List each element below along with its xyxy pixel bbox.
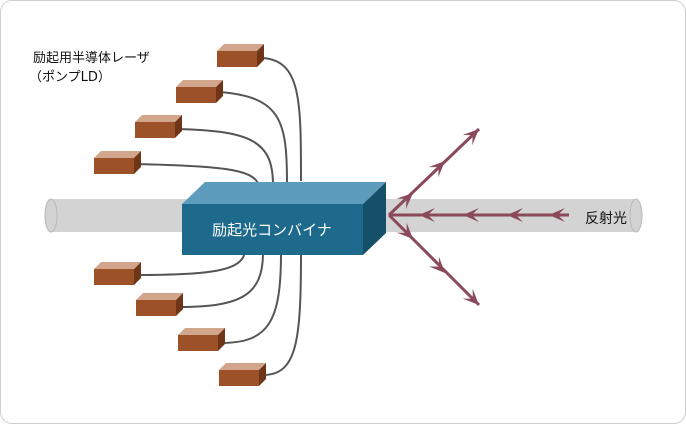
pump-laser-top: [136, 293, 183, 300]
pump-laser-4: [94, 151, 141, 174]
pump-laser-top: [219, 363, 266, 370]
arrowhead-down-1: [396, 222, 413, 239]
arrowhead-back-2: [463, 208, 479, 222]
pump-laser-top: [135, 115, 182, 122]
reflected-arrow-down: [387, 213, 481, 307]
pump-wire-6: [178, 252, 264, 308]
pump-laser-1: [217, 44, 264, 67]
arrowhead-back-4: [549, 208, 565, 222]
pump-laser-8: [219, 363, 266, 386]
pump-laser-side: [134, 151, 141, 174]
pump-laser-2: [176, 80, 223, 103]
pump-laser-side: [257, 44, 264, 67]
pump-laser-7: [178, 328, 225, 351]
arrowhead-back-1: [419, 208, 435, 222]
laser-label-line2: （ポンプLD）: [29, 70, 111, 85]
pump-laser-front: [136, 300, 176, 316]
arrowhead-down-3: [462, 288, 479, 305]
pump-laser-top: [176, 80, 223, 87]
pump-laser-front: [217, 51, 257, 67]
pump-wires: [135, 57, 302, 376]
arrowhead-down-2: [428, 256, 445, 273]
pump-laser-front: [135, 122, 175, 138]
reflected-arrow-up: [387, 127, 481, 217]
pump-wire-5: [135, 250, 246, 276]
pump-laser-side: [216, 80, 223, 103]
pump-laser-top: [94, 151, 141, 158]
pump-laser-top: [217, 44, 264, 51]
pump-laser-side: [218, 328, 225, 351]
pump-wire-8: [262, 252, 302, 376]
pump-laser-3: [135, 115, 182, 138]
combiner-top: [182, 182, 386, 204]
pump-wire-2: [219, 91, 288, 184]
pump-wire-4: [135, 163, 260, 188]
arrowhead-back-3: [507, 208, 523, 222]
combiner-front: [182, 204, 363, 255]
pump-laser-front: [178, 335, 218, 351]
pump-laser-front: [219, 370, 259, 386]
pump-laser-front: [94, 269, 134, 285]
pump-lasers: [94, 44, 266, 386]
combiner-side: [363, 182, 386, 255]
pump-laser-top: [94, 262, 141, 269]
fiber-right-end: [629, 198, 643, 233]
pump-wire-3: [177, 128, 274, 186]
arrowhead-up-2: [428, 161, 445, 178]
pump-laser-front: [94, 158, 134, 174]
pump-wire-7: [220, 252, 282, 344]
arrowhead-up-1: [396, 193, 413, 209]
fiber-left-end: [44, 198, 58, 233]
pump-laser-side: [134, 262, 141, 285]
reflected-label: 反射光: [585, 211, 627, 227]
laser-label-line1: 励起用半導体レーザ: [33, 51, 150, 66]
pump-laser-5: [94, 262, 141, 285]
pump-laser-side: [176, 293, 183, 316]
reflected-arrow-up-line: [387, 127, 481, 217]
combiner-box: 励起光コンバイナ: [182, 182, 386, 255]
pump-laser-top: [178, 328, 225, 335]
combiner-label: 励起光コンバイナ: [212, 221, 332, 239]
arrowhead-up-3: [462, 129, 479, 146]
pump-laser-side: [259, 363, 266, 386]
pump-laser-side: [175, 115, 182, 138]
pump-laser-front: [176, 87, 216, 103]
reflected-arrow-down-line: [387, 213, 481, 307]
pump-laser-6: [136, 293, 183, 316]
reflected-arrows: [387, 127, 569, 307]
pump-wire-1: [262, 57, 302, 182]
